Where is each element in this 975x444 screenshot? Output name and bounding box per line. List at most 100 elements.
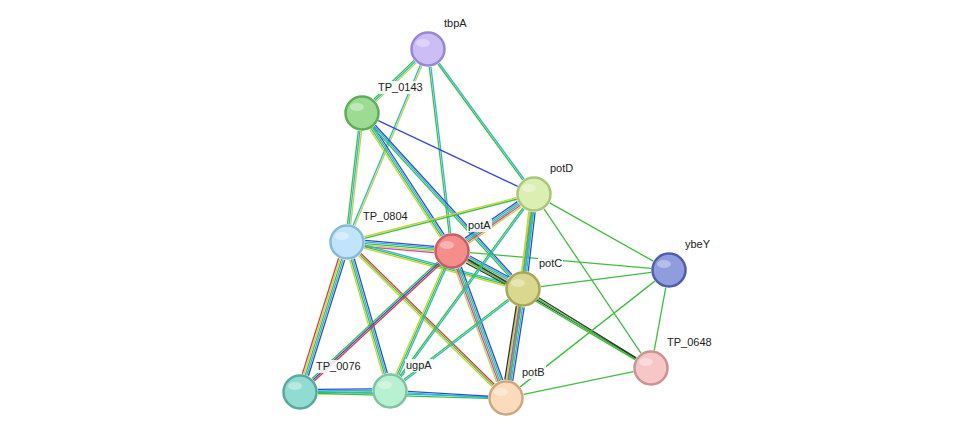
evidence-line xyxy=(460,267,502,380)
protein-circle xyxy=(372,373,408,409)
node-disc xyxy=(635,352,668,385)
node-highlight xyxy=(440,241,454,249)
protein-label: potB xyxy=(521,366,546,379)
protein-label: potD xyxy=(549,162,574,175)
node-disc xyxy=(374,375,407,408)
protein-label: ugpA xyxy=(405,359,433,372)
node-disc xyxy=(331,226,364,259)
evidence-line xyxy=(318,388,372,390)
protein-node: ugpA xyxy=(372,373,408,409)
node-highlight xyxy=(522,184,536,192)
evidence-line xyxy=(468,206,520,242)
node-disc xyxy=(653,254,686,287)
evidence-line xyxy=(347,131,358,224)
evidence-line xyxy=(439,63,524,179)
protein-node: potD xyxy=(516,176,552,212)
protein-circle xyxy=(410,31,446,67)
protein-circle xyxy=(505,271,541,307)
protein-node: TP_0143 xyxy=(344,95,380,131)
node-disc xyxy=(412,33,445,66)
evidence-line xyxy=(400,208,523,376)
node-disc xyxy=(490,382,523,415)
node-highlight xyxy=(511,279,525,287)
evidence-line xyxy=(302,258,338,374)
protein-node: TP_0076 xyxy=(282,374,318,410)
evidence-line xyxy=(654,288,665,351)
evidence-line xyxy=(307,260,343,376)
evidence-line xyxy=(467,204,519,240)
evidence-line xyxy=(397,267,444,374)
interaction-edge xyxy=(654,288,665,351)
evidence-line xyxy=(404,299,508,379)
protein-label: potC xyxy=(538,257,563,270)
node-highlight xyxy=(639,358,653,366)
protein-circle xyxy=(633,350,669,386)
interaction-edge xyxy=(396,267,446,375)
evidence-line xyxy=(465,202,517,238)
protein-label: ybeY xyxy=(684,238,711,251)
evidence-line xyxy=(314,264,440,381)
node-disc xyxy=(346,97,379,130)
protein-label: tbpA xyxy=(443,17,468,30)
evidence-line xyxy=(375,125,512,274)
protein-circle xyxy=(488,380,524,416)
node-disc xyxy=(436,235,469,268)
node-highlight xyxy=(494,388,508,396)
interaction-edge xyxy=(347,131,361,225)
node-disc xyxy=(507,273,540,306)
evidence-line xyxy=(467,261,635,360)
node-disc xyxy=(284,376,317,409)
evidence-line xyxy=(305,259,341,375)
evidence-line xyxy=(541,272,651,286)
evidence-line xyxy=(378,121,517,187)
interaction-edge xyxy=(467,259,636,359)
node-highlight xyxy=(378,381,392,389)
protein-circle xyxy=(434,233,470,269)
evidence-line xyxy=(349,131,360,224)
protein-circle xyxy=(516,176,552,212)
protein-circle xyxy=(344,95,380,131)
interaction-edge xyxy=(400,208,524,377)
interaction-edge xyxy=(541,272,651,286)
protein-node: ybeY xyxy=(651,252,687,288)
evidence-line xyxy=(506,306,517,379)
interaction-edge xyxy=(438,63,524,180)
protein-circle xyxy=(329,224,365,260)
protein-circle xyxy=(651,252,687,288)
interaction-edge xyxy=(408,391,488,397)
protein-label: TP_0648 xyxy=(666,336,713,349)
protein-node: TP_0804 xyxy=(329,224,365,260)
node-disc xyxy=(518,178,551,211)
protein-label: TP_0076 xyxy=(315,360,362,373)
protein-node: potC xyxy=(505,271,541,307)
interaction-edge xyxy=(378,121,517,187)
evidence-line xyxy=(505,306,516,379)
protein-node: potB xyxy=(488,380,524,416)
evidence-line xyxy=(312,262,438,379)
interaction-edge xyxy=(312,262,440,381)
evidence-line xyxy=(438,64,523,180)
evidence-line xyxy=(405,301,509,381)
evidence-line xyxy=(466,203,518,239)
evidence-line xyxy=(313,263,439,380)
interaction-edge xyxy=(404,299,509,380)
node-highlight xyxy=(335,232,349,240)
protein-circle xyxy=(282,374,318,410)
node-highlight xyxy=(657,260,671,268)
protein-node: TP_0648 xyxy=(633,350,669,386)
evidence-line xyxy=(510,307,521,380)
evidence-line xyxy=(408,393,488,398)
evidence-line xyxy=(550,203,654,261)
protein-node: tbpA xyxy=(410,31,446,67)
protein-node: potA xyxy=(434,233,470,269)
protein-label: TP_0143 xyxy=(377,81,424,94)
node-highlight xyxy=(416,39,430,47)
evidence-line xyxy=(401,209,524,377)
protein-label: potA xyxy=(467,219,492,232)
interaction-edge xyxy=(550,203,654,261)
node-highlight xyxy=(350,103,364,111)
evidence-line xyxy=(508,307,519,380)
protein-label: TP_0804 xyxy=(362,210,409,223)
node-highlight xyxy=(288,382,302,390)
